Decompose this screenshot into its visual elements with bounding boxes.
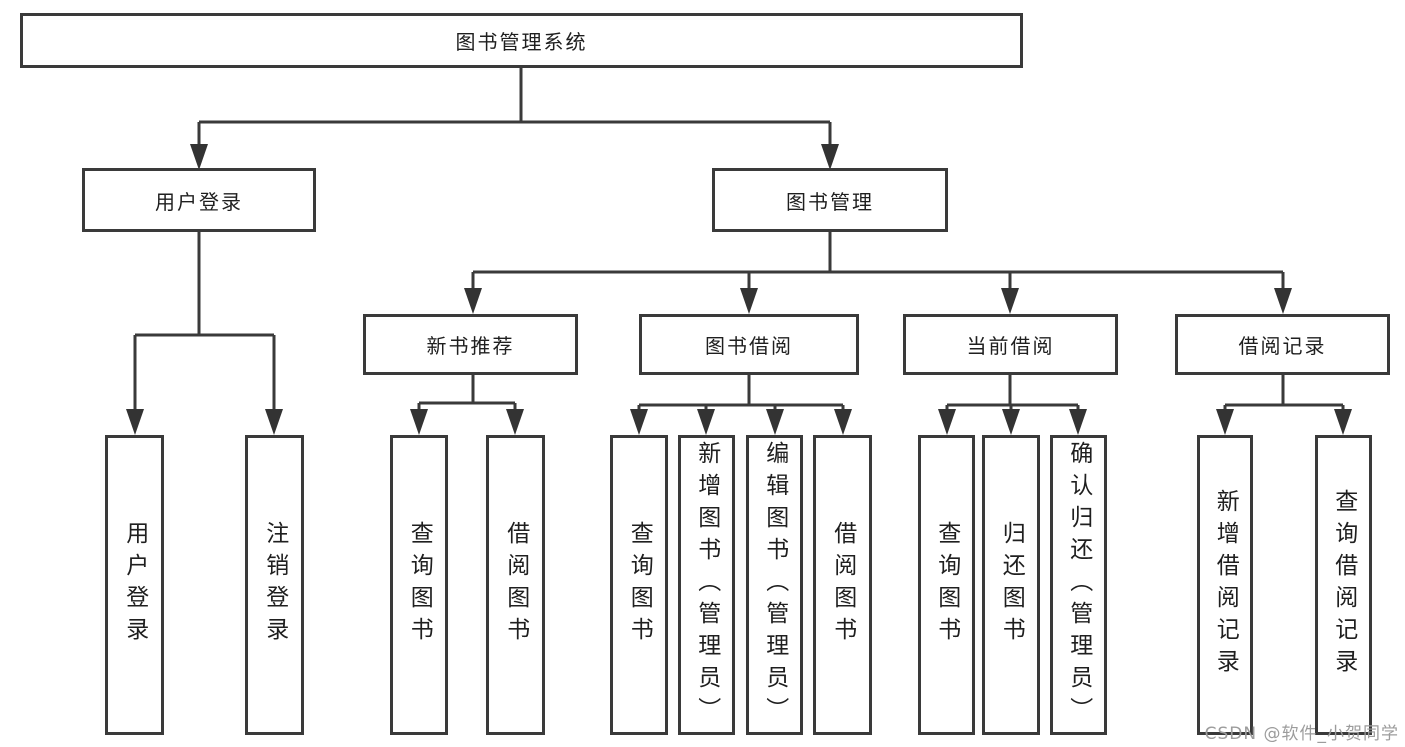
node-new-book-recommend-label: 新书推荐 xyxy=(426,334,515,358)
leaf-query-books-2-label: 查询图书 xyxy=(626,521,653,649)
leaf-confirm-return-admin: 确认归还（管理员） xyxy=(1050,435,1107,735)
leaf-query-borrow-record: 查询借阅记录 xyxy=(1315,435,1372,735)
leaf-borrow-books-2-label: 借阅图书 xyxy=(829,521,856,649)
arrowheads xyxy=(126,144,1352,435)
leaf-query-books-1-label: 查询图书 xyxy=(406,521,433,649)
leaf-add-book-admin-label: 新增图书（管理员） xyxy=(693,441,720,729)
leaf-query-books-3: 查询图书 xyxy=(918,435,975,735)
node-user-login: 用户登录 xyxy=(82,168,316,232)
leaf-query-borrow-record-label: 查询借阅记录 xyxy=(1330,489,1357,681)
node-borrow-records: 借阅记录 xyxy=(1175,314,1390,375)
leaf-add-borrow-record-label: 新增借阅记录 xyxy=(1212,489,1239,681)
node-current-borrow-label: 当前借阅 xyxy=(966,334,1055,358)
leaf-query-books-1: 查询图书 xyxy=(390,435,448,735)
node-new-book-recommend: 新书推荐 xyxy=(363,314,578,375)
node-user-login-label: 用户登录 xyxy=(155,189,243,214)
leaf-borrow-books-2: 借阅图书 xyxy=(813,435,872,735)
leaf-return-book: 归还图书 xyxy=(982,435,1040,735)
node-book-borrow-label: 图书借阅 xyxy=(705,334,793,358)
node-root-label: 图书管理系统 xyxy=(455,30,588,54)
node-root: 图书管理系统 xyxy=(20,13,1023,68)
node-current-borrow: 当前借阅 xyxy=(903,314,1118,375)
leaf-logout: 注销登录 xyxy=(245,435,304,735)
leaf-edit-book-admin: 编辑图书（管理员） xyxy=(746,435,803,735)
node-book-management: 图书管理 xyxy=(712,168,948,232)
leaf-edit-book-admin-label: 编辑图书（管理员） xyxy=(761,441,788,729)
leaf-borrow-books-1-label: 借阅图书 xyxy=(502,521,529,649)
node-book-borrow: 图书借阅 xyxy=(639,314,859,375)
leaf-return-book-label: 归还图书 xyxy=(998,521,1025,649)
watermark: CSDN @软件_小贺同学 xyxy=(1204,724,1399,744)
leaf-confirm-return-admin-label: 确认归还（管理员） xyxy=(1065,441,1092,729)
leaf-query-books-2: 查询图书 xyxy=(610,435,668,735)
leaf-user-login-label: 用户登录 xyxy=(121,521,148,649)
leaf-borrow-books-1: 借阅图书 xyxy=(486,435,545,735)
leaf-user-login: 用户登录 xyxy=(105,435,164,735)
leaf-query-books-3-label: 查询图书 xyxy=(933,521,960,649)
node-book-management-label: 图书管理 xyxy=(786,189,874,214)
leaf-add-borrow-record: 新增借阅记录 xyxy=(1197,435,1253,735)
leaf-add-book-admin: 新增图书（管理员） xyxy=(678,435,735,735)
leaf-logout-label: 注销登录 xyxy=(261,521,288,649)
node-borrow-records-label: 借阅记录 xyxy=(1238,334,1327,358)
